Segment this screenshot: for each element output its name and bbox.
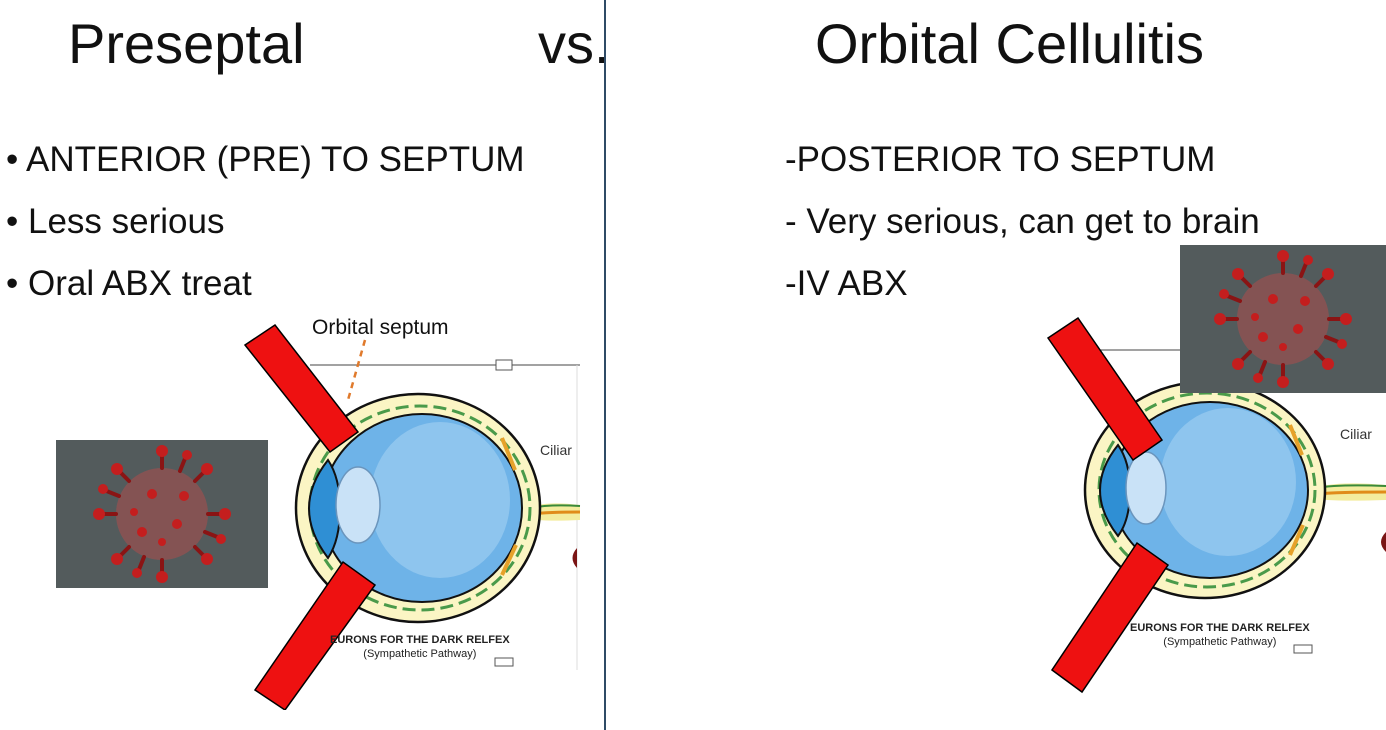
right-eye-diagram (1040, 300, 1386, 700)
vs-label: vs. (538, 12, 610, 75)
left-bullet-2: • Less serious (6, 202, 225, 241)
left-bullet-1: • ANTERIOR (PRE) TO SEPTUM (6, 140, 525, 179)
right-title: Orbital Cellulitis (815, 12, 1204, 75)
left-virus-image (56, 440, 268, 588)
right-item-1: -POSTERIOR TO SEPTUM (785, 140, 1216, 179)
right-ciliary-label: Ciliar (1340, 426, 1372, 442)
right-virus-image (1180, 245, 1386, 393)
column-divider (604, 0, 606, 730)
left-title: Preseptal (68, 12, 305, 75)
right-item-3: -IV ABX (785, 264, 908, 303)
right-caption: EURONS FOR THE DARK RELFEX (Sympathetic … (1130, 622, 1310, 648)
left-caption: EURONS FOR THE DARK RELFEX (Sympathetic … (330, 634, 510, 660)
left-eye-diagram (240, 300, 585, 710)
orbital-septum-label: Orbital septum (312, 316, 449, 339)
left-ciliary-label: Ciliar (540, 442, 572, 458)
right-item-2: - Very serious, can get to brain (785, 202, 1260, 241)
left-bullet-3: • Oral ABX treat (6, 264, 252, 303)
